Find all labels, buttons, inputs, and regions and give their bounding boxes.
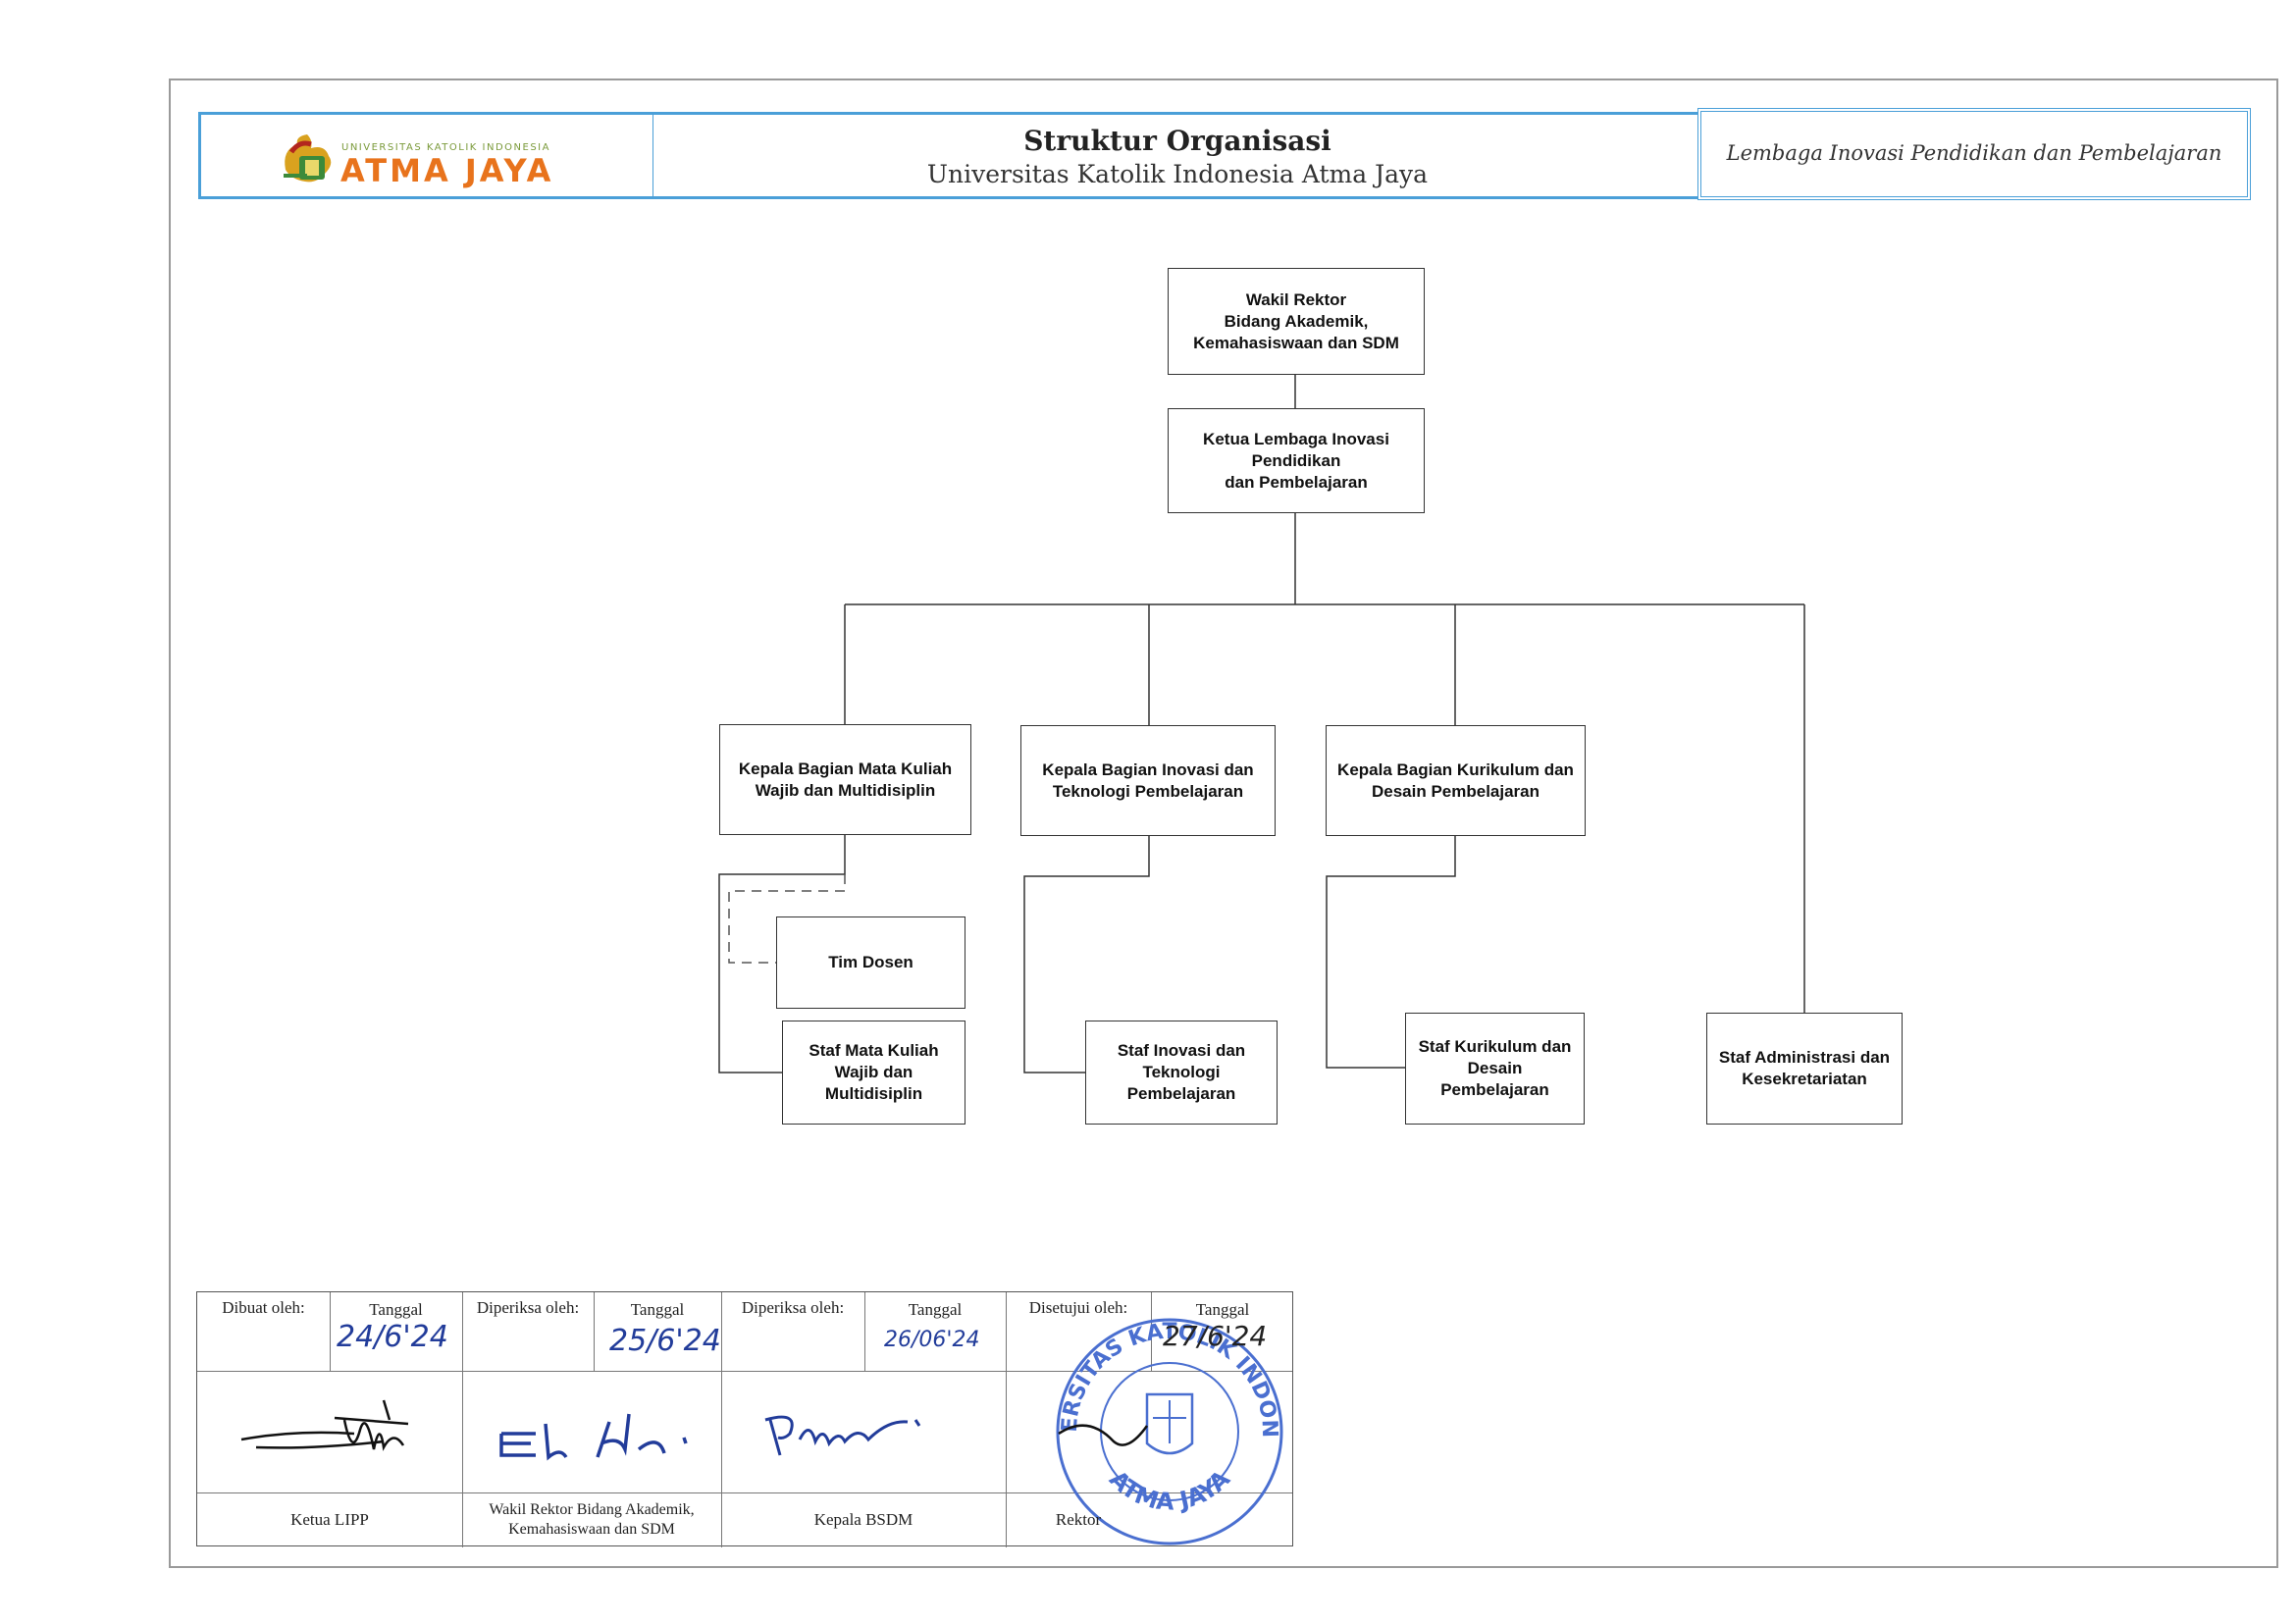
node-kepala-mata-kuliah: Kepala Bagian Mata Kuliah Wajib dan Mult… (719, 724, 971, 835)
label-diperiksa-oleh-2: Diperiksa oleh: (741, 1298, 845, 1317)
node-staf-mata-kuliah: Staf Mata Kuliah Wajib dan Multidisiplin (782, 1021, 965, 1125)
label-diperiksa-oleh-1: Diperiksa oleh: (476, 1298, 580, 1317)
date-handwritten-4: 27/6'24 (1163, 1320, 1268, 1352)
connector-kurikulum-staf (1326, 836, 1456, 1069)
page-frame (169, 79, 2278, 1568)
grid-line (721, 1292, 722, 1547)
label-tanggal-4: Tanggal (1195, 1300, 1250, 1319)
role-kepala-bsdm: Kepala BSDM (813, 1510, 913, 1529)
signature-kepala-bsdm (764, 1415, 921, 1456)
grid-line (330, 1292, 331, 1371)
node-kepala-kurikulum: Kepala Bagian Kurikulum dan Desain Pembe… (1326, 725, 1586, 836)
connector-mk-timdosen-dashed (728, 874, 846, 964)
grid-line (197, 1371, 1292, 1372)
header-title-cell: Struktur Organisasi Universitas Katolik … (653, 112, 1701, 199)
label-tanggal-2: Tanggal (630, 1300, 685, 1319)
date-handwritten-3: 26/06'24 (884, 1328, 980, 1352)
node-kepala-inovasi: Kepala Bagian Inovasi dan Teknologi Pemb… (1020, 725, 1276, 836)
date-handwritten-2: 25/6'24 (609, 1324, 721, 1358)
node-tim-dosen: Tim Dosen (776, 916, 965, 1009)
approval-table: Dibuat oleh: Tanggal 24/6'24 Ketua LIPP … (196, 1291, 1293, 1547)
signature-ketua-lipp (240, 1399, 409, 1451)
node-ketua-lembaga: Ketua Lembaga Inovasi Pendidikan dan Pem… (1168, 408, 1425, 513)
role-ketua-lipp: Ketua LIPP (290, 1510, 369, 1529)
header-logo-cell: UNIVERSITAS KATOLIK INDONESIA ATMA JAYA (198, 112, 655, 199)
page-subtitle: Universitas Katolik Indonesia Atma Jaya (926, 160, 1429, 188)
connector-mk-staf (718, 835, 846, 1073)
label-disetujui-oleh: Disetujui oleh: (1028, 1298, 1128, 1317)
grid-line (864, 1292, 865, 1371)
label-tanggal-3: Tanggal (908, 1300, 963, 1319)
page-title: Struktur Organisasi (1023, 125, 1331, 157)
connector-inovasi-staf (1023, 836, 1150, 1073)
logo-top-text: UNIVERSITAS KATOLIK INDONESIA (341, 142, 550, 153)
date-handwritten-1: 24/6'24 (337, 1320, 448, 1354)
university-stamp-icon: UNIVERSITAS KATOLIK INDONESIA ATMA JAYA (1049, 1316, 1283, 1545)
node-staf-administrasi: Staf Administrasi dan Kesekretariatan (1706, 1013, 1903, 1125)
node-wakil-rektor: Wakil Rektor Bidang Akademik, Kemahasisw… (1168, 268, 1425, 375)
role-wakil-rektor: Wakil Rektor Bidang Akademik, Kemahasisw… (489, 1501, 695, 1538)
unit-name: Lembaga Inovasi Pendidikan dan Pembelaja… (1726, 141, 2222, 165)
grid-line (1006, 1292, 1007, 1547)
grid-line (594, 1292, 595, 1371)
header-unit-cell: Lembaga Inovasi Pendidikan dan Pembelaja… (1697, 108, 2251, 200)
label-dibuat-oleh: Dibuat oleh: (222, 1298, 305, 1317)
node-staf-inovasi: Staf Inovasi dan Teknologi Pembelajaran (1085, 1021, 1278, 1125)
grid-line (1151, 1292, 1152, 1371)
grid-line (462, 1292, 463, 1547)
grid-line (197, 1492, 1292, 1493)
signature-wakil-rektor (499, 1413, 688, 1461)
svg-text:ATMA JAYA: ATMA JAYA (1104, 1465, 1235, 1516)
label-tanggal-1: Tanggal (369, 1300, 423, 1319)
node-staf-kurikulum: Staf Kurikulum dan Desain Pembelajaran (1405, 1013, 1585, 1125)
university-emblem-icon (284, 134, 332, 183)
role-rektor: Rektor (1055, 1510, 1102, 1529)
logo-name: ATMA JAYA (340, 152, 554, 189)
